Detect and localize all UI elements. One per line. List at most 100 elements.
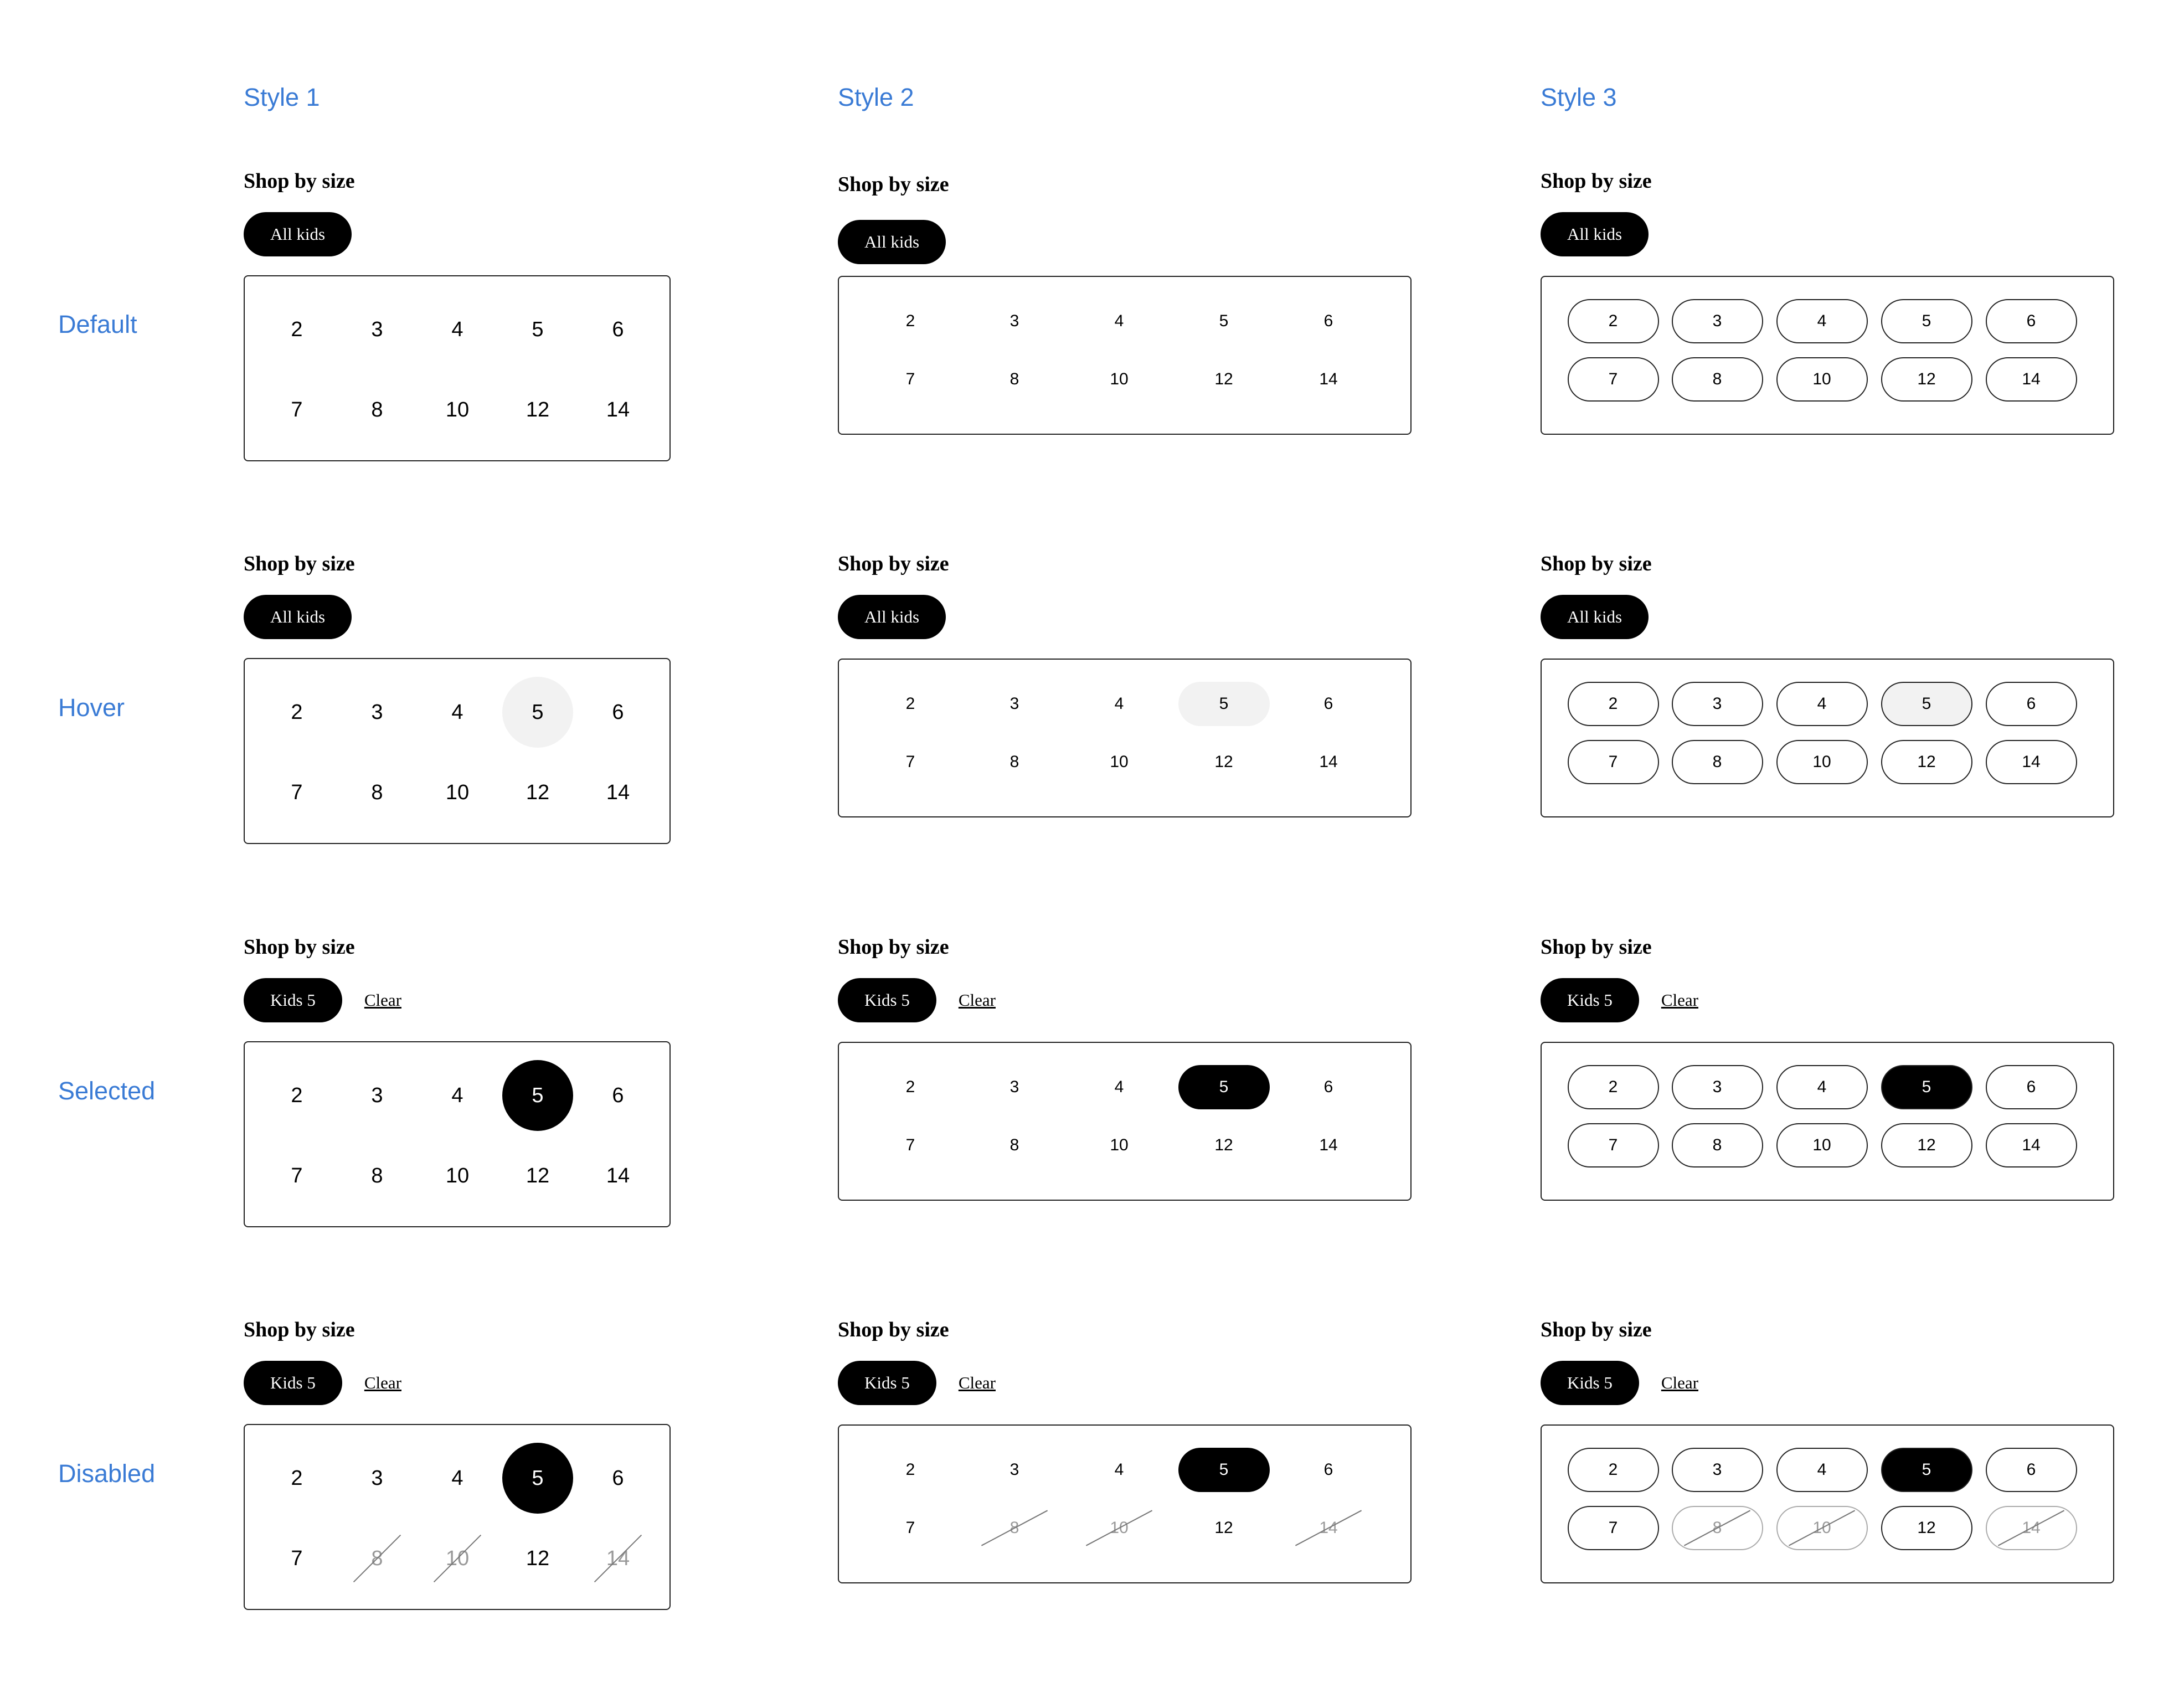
size-option-7[interactable]: 7 [905,1519,915,1537]
size-option-10[interactable]: 10 [1110,1136,1129,1154]
size-option-6[interactable]: 6 [1323,695,1333,713]
size-option-7[interactable]: 7 [291,780,303,804]
size-option-7[interactable]: 7 [1567,357,1659,402]
size-option-2[interactable]: 2 [905,1460,915,1479]
size-option-12[interactable]: 12 [526,780,550,804]
size-option-2[interactable]: 2 [1567,1065,1659,1109]
size-option-3[interactable]: 3 [1009,1460,1019,1479]
size-option-3[interactable]: 3 [371,700,383,724]
size-option-7[interactable]: 7 [291,1164,303,1187]
size-option-12[interactable]: 12 [526,1164,550,1187]
size-option-2[interactable]: 2 [905,1078,915,1096]
clear-link[interactable]: Clear [958,1373,996,1392]
size-option-4[interactable]: 4 [1776,1065,1868,1109]
size-option-5[interactable]: 5 [1881,299,1972,343]
all-kids-chip[interactable]: All kids [244,212,352,256]
size-option-5[interactable]: 5 [532,317,544,341]
size-option-8[interactable]: 8 [1671,740,1763,784]
size-option-5[interactable]: 5 [1881,1065,1972,1109]
size-option-10[interactable]: 10 [1776,357,1868,402]
kids-5-chip[interactable]: Kids 5 [1541,1361,1639,1405]
size-option-6[interactable]: 6 [612,1083,624,1107]
size-option-12[interactable]: 12 [1881,1506,1972,1550]
clear-link[interactable]: Clear [364,990,401,1010]
size-option-2[interactable]: 2 [1567,1448,1659,1492]
size-option-7[interactable]: 7 [905,753,915,771]
size-option-5[interactable]: 5 [1881,1448,1972,1492]
size-option-14[interactable]: 14 [1985,1123,2077,1167]
size-option-6[interactable]: 6 [612,700,624,724]
kids-5-chip[interactable]: Kids 5 [838,1361,936,1405]
size-option-2[interactable]: 2 [1567,299,1659,343]
size-option-4[interactable]: 4 [1776,1448,1868,1492]
size-option-12[interactable]: 12 [1214,370,1233,388]
size-option-8[interactable]: 8 [1671,357,1763,402]
size-option-2[interactable]: 2 [291,317,303,341]
size-option-4[interactable]: 4 [451,317,463,341]
size-option-6[interactable]: 6 [1985,1065,2077,1109]
size-option-8[interactable]: 8 [1009,753,1019,771]
size-option-7[interactable]: 7 [1567,1123,1659,1167]
clear-link[interactable]: Clear [1661,1373,1698,1392]
size-option-5[interactable]: 5 [502,1060,573,1131]
size-option-4[interactable]: 4 [1114,695,1124,713]
size-option-6[interactable]: 6 [1323,312,1333,330]
size-option-6[interactable]: 6 [1985,1448,2077,1492]
size-option-8[interactable]: 8 [371,780,383,804]
size-option-5[interactable]: 5 [1178,682,1270,726]
size-option-14[interactable]: 14 [1319,753,1338,771]
size-option-3[interactable]: 3 [371,1083,383,1107]
size-option-3[interactable]: 3 [1671,1065,1763,1109]
size-option-8[interactable]: 8 [1009,1136,1019,1154]
size-option-3[interactable]: 3 [1671,682,1763,726]
size-option-4[interactable]: 4 [1114,312,1124,330]
size-option-8[interactable]: 8 [1671,1123,1763,1167]
all-kids-chip[interactable]: All kids [838,220,946,264]
size-option-4[interactable]: 4 [1114,1078,1124,1096]
size-option-4[interactable]: 4 [451,700,463,724]
size-option-3[interactable]: 3 [1009,1078,1019,1096]
size-option-10[interactable]: 10 [1110,753,1129,771]
size-option-6[interactable]: 6 [612,1466,624,1490]
size-option-14[interactable]: 14 [606,780,630,804]
size-option-7[interactable]: 7 [291,1546,303,1570]
size-option-14[interactable]: 14 [1985,357,2077,402]
size-option-12[interactable]: 12 [1214,1519,1233,1537]
size-option-6[interactable]: 6 [612,317,624,341]
size-option-3[interactable]: 3 [1671,299,1763,343]
size-option-6[interactable]: 6 [1323,1078,1333,1096]
size-option-3[interactable]: 3 [371,1466,383,1490]
size-option-5[interactable]: 5 [1178,1448,1270,1492]
size-option-5[interactable]: 5 [502,677,573,748]
size-option-3[interactable]: 3 [371,317,383,341]
size-option-10[interactable]: 10 [445,780,470,804]
size-option-4[interactable]: 4 [451,1466,463,1490]
clear-link[interactable]: Clear [1661,990,1698,1010]
size-option-12[interactable]: 12 [526,1546,550,1570]
size-option-5[interactable]: 5 [1881,682,1972,726]
size-option-5[interactable]: 5 [1219,312,1229,330]
size-option-8[interactable]: 8 [1009,370,1019,388]
size-option-4[interactable]: 4 [1776,682,1868,726]
kids-5-chip[interactable]: Kids 5 [838,978,936,1022]
size-option-2[interactable]: 2 [905,312,915,330]
size-option-12[interactable]: 12 [1881,357,1972,402]
size-option-14[interactable]: 14 [1985,740,2077,784]
size-option-10[interactable]: 10 [1776,740,1868,784]
size-option-7[interactable]: 7 [1567,1506,1659,1550]
all-kids-chip[interactable]: All kids [1541,595,1649,639]
size-option-14[interactable]: 14 [606,398,630,421]
kids-5-chip[interactable]: Kids 5 [244,1361,342,1405]
size-option-12[interactable]: 12 [1881,1123,1972,1167]
size-option-14[interactable]: 14 [1319,1136,1338,1154]
all-kids-chip[interactable]: All kids [838,595,946,639]
kids-5-chip[interactable]: Kids 5 [244,978,342,1022]
size-option-7[interactable]: 7 [1567,740,1659,784]
size-option-2[interactable]: 2 [291,1083,303,1107]
size-option-10[interactable]: 10 [1776,1123,1868,1167]
size-option-3[interactable]: 3 [1009,695,1019,713]
size-option-12[interactable]: 12 [1881,740,1972,784]
size-option-7[interactable]: 7 [905,1136,915,1154]
size-option-14[interactable]: 14 [1319,370,1338,388]
clear-link[interactable]: Clear [364,1373,401,1392]
